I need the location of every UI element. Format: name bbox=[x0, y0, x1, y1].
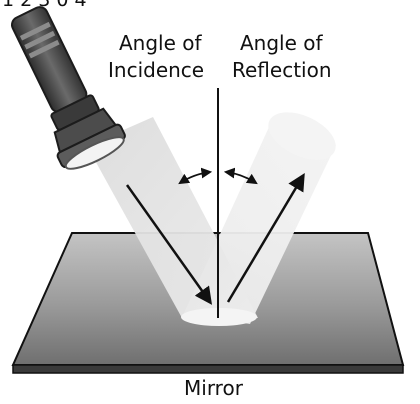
angle-of-incidence-label-line2: Incidence bbox=[108, 58, 204, 82]
angle-of-reflection-label-line2: Reflection bbox=[232, 58, 332, 82]
angle-of-incidence-label-line1: Angle of bbox=[119, 31, 202, 55]
flashlight bbox=[0, 0, 130, 176]
mirror-label: Mirror bbox=[184, 376, 243, 400]
top-cut-text: 1 2 3 0 4 bbox=[2, 0, 87, 12]
angle-of-reflection-label-line1: Angle of bbox=[240, 31, 323, 55]
